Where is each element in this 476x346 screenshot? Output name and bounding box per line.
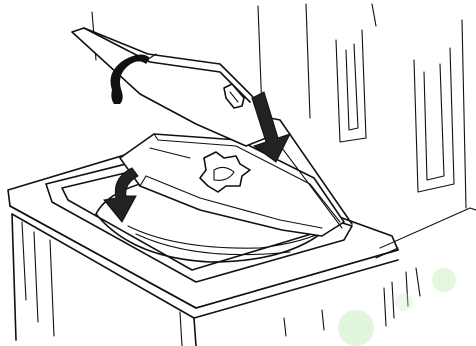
stain-marks — [338, 268, 456, 346]
